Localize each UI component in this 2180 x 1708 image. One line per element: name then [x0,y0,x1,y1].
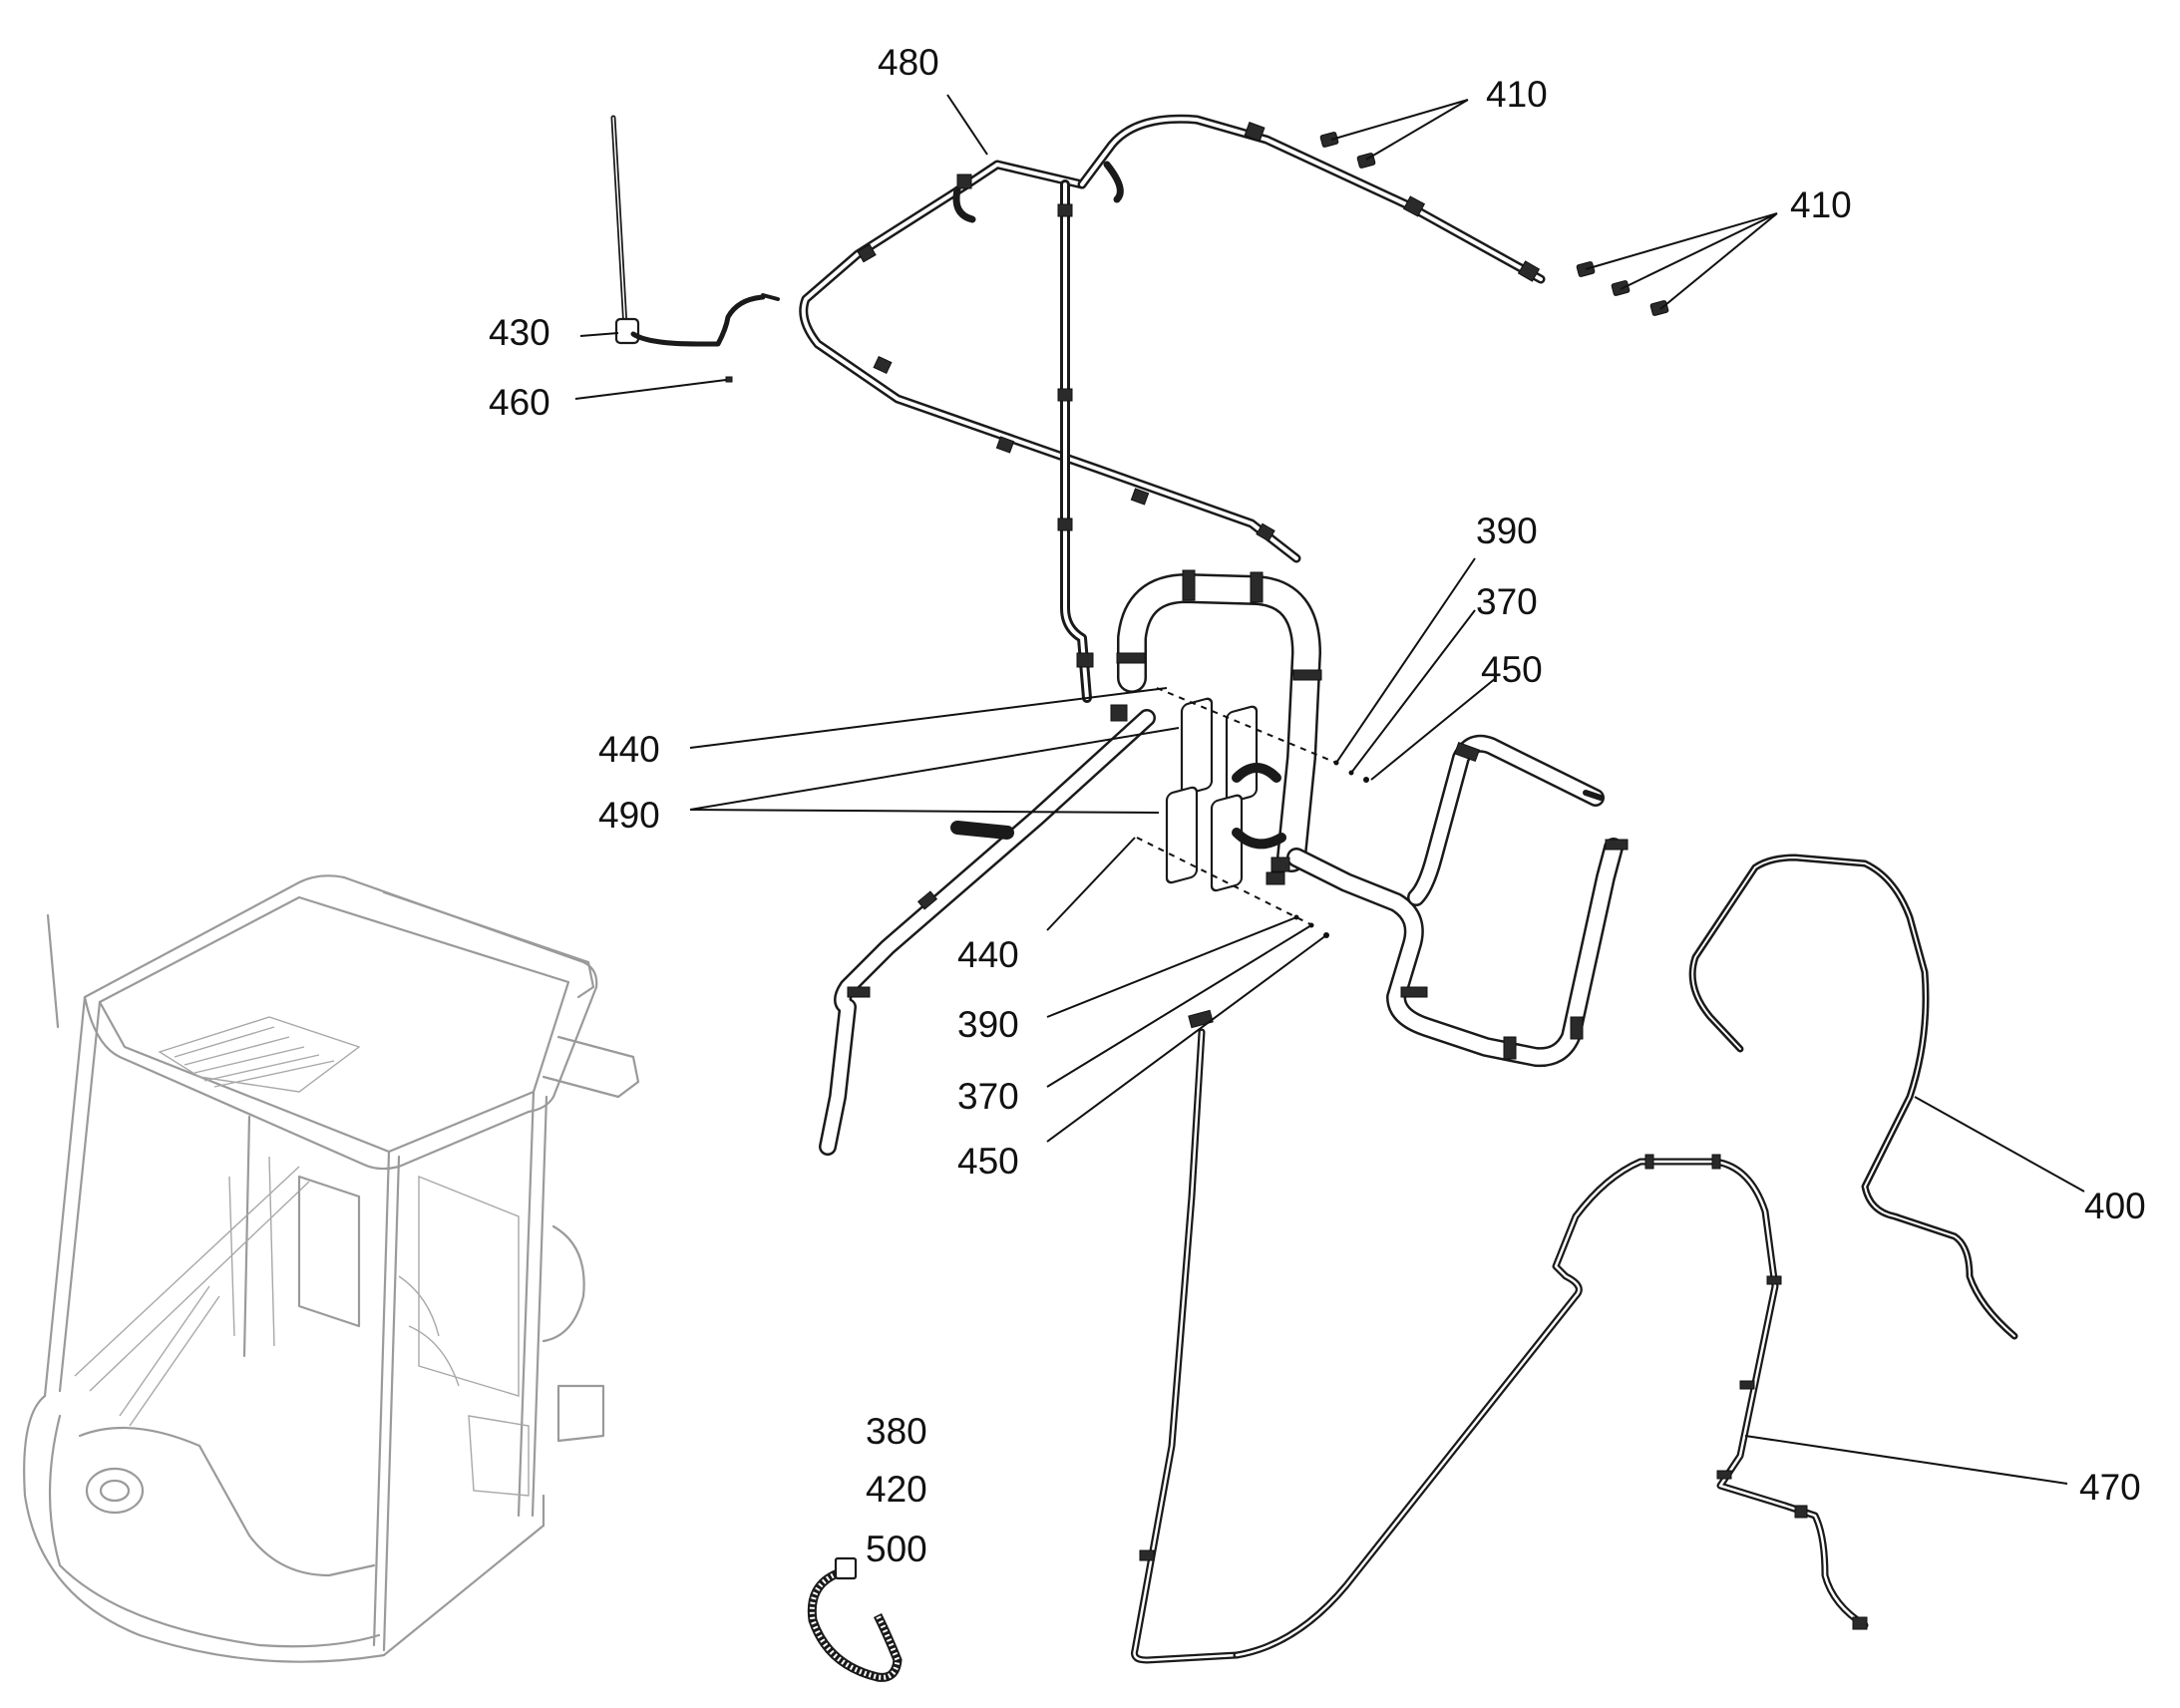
hose-470-assembly [1131,1009,1869,1664]
leader-lines [574,94,2085,1485]
callout-460: 460 [489,382,550,423]
duct-assembly [819,569,1629,1156]
callout-370-upper: 370 [1476,581,1538,622]
callout-410-upper: 410 [1486,74,1548,115]
callout-370-lower: 370 [957,1076,1019,1117]
callout-430: 430 [489,312,550,353]
callout-490: 490 [598,795,660,836]
callout-470: 470 [2079,1467,2141,1508]
callout-390-upper: 390 [1476,511,1538,551]
hose-480-assembly [610,114,1546,703]
callout-450-lower: 450 [957,1141,1019,1182]
callout-440-upper: 440 [598,729,660,770]
cab-illustration [23,874,640,1663]
callout-390-lower: 390 [957,1004,1019,1045]
callout-420: 420 [866,1469,927,1510]
callout-440-lower: 440 [957,934,1019,975]
callout-400: 400 [2084,1186,2146,1226]
callout-500: 500 [866,1529,927,1569]
hose-400 [1688,854,2018,1340]
callout-labels: 480 410 410 430 460 390 370 450 440 490 … [489,42,2146,1569]
callout-380: 380 [866,1411,927,1452]
callout-480: 480 [878,42,939,83]
cap-410-group [1319,132,1669,316]
hose-clamp-part [807,1556,903,1682]
callout-410-lower: 410 [1790,184,1852,225]
callout-450-upper: 450 [1481,649,1543,690]
